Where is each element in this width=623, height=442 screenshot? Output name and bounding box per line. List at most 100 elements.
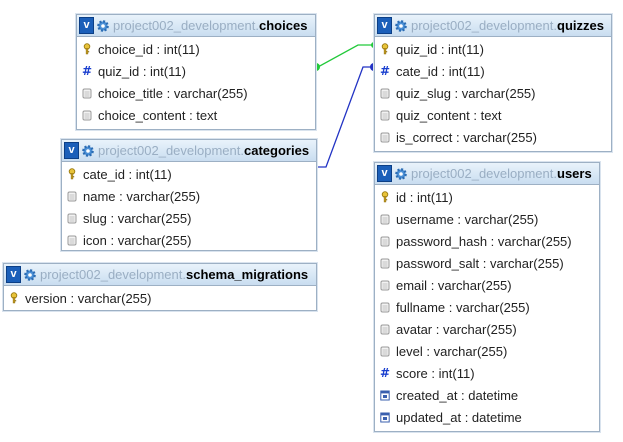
column-row[interactable]: #cate_id : int(11): [375, 60, 611, 82]
column-row[interactable]: slug : varchar(255): [62, 207, 316, 229]
column-list: choice_id : int(11)#quiz_id : int(11)cho…: [77, 37, 315, 126]
column-row[interactable]: name : varchar(255): [62, 185, 316, 207]
table-header[interactable]: v project002_development.quizzes: [375, 15, 611, 37]
column-separator: :: [185, 107, 197, 123]
column-icon: [67, 212, 77, 224]
datetime-icon: [380, 389, 390, 401]
column-type: varchar(255): [117, 232, 192, 248]
column-type: varchar(255): [126, 188, 201, 204]
collapse-v-icon[interactable]: v: [377, 165, 392, 182]
column-separator: :: [452, 129, 464, 145]
gear-icon[interactable]: [394, 167, 408, 181]
column-separator: :: [469, 107, 481, 123]
column-separator: :: [106, 232, 118, 248]
datetime-icon: [380, 411, 390, 423]
column-type: int(11): [135, 166, 172, 182]
column-row[interactable]: cate_id : int(11): [62, 163, 316, 185]
column-type: datetime: [468, 387, 519, 403]
column-type: varchar(255): [497, 233, 572, 249]
column-row[interactable]: created_at : datetime: [375, 384, 599, 406]
key-icon: [380, 43, 390, 55]
column-row[interactable]: icon : varchar(255): [62, 229, 316, 251]
column-separator: :: [437, 41, 449, 57]
column-icon: [82, 109, 92, 121]
table-choices[interactable]: v project002_development.choices choice_…: [76, 14, 316, 130]
column-name: score: [396, 365, 428, 381]
column-name: id: [396, 189, 407, 205]
column-row[interactable]: avatar : varchar(255): [375, 318, 599, 340]
column-icon: [380, 257, 390, 269]
column-type: varchar(255): [117, 210, 192, 226]
collapse-v-icon[interactable]: v: [6, 266, 21, 283]
column-type: int(11): [416, 189, 453, 205]
collapse-v-icon[interactable]: v: [64, 142, 79, 159]
column-list: quiz_id : int(11)#cate_id : int(11)quiz_…: [375, 37, 611, 148]
column-type: text: [480, 107, 502, 123]
column-row[interactable]: quiz_id : int(11): [375, 38, 611, 60]
column-name: quiz_id: [396, 41, 438, 57]
column-icon: [380, 109, 390, 121]
column-separator: :: [427, 365, 439, 381]
table-categories[interactable]: v project002_development.categories cate…: [61, 139, 317, 251]
column-row[interactable]: choice_content : text: [77, 104, 315, 126]
column-row[interactable]: choice_id : int(11): [77, 38, 315, 60]
column-name: cate_id: [396, 63, 438, 79]
column-row[interactable]: id : int(11): [375, 186, 599, 208]
column-separator: :: [450, 85, 462, 101]
column-type: varchar(255): [442, 321, 517, 337]
column-row[interactable]: level : varchar(255): [375, 340, 599, 362]
column-name: email: [396, 277, 428, 293]
column-icon: [82, 87, 92, 99]
column-separator: :: [437, 63, 449, 79]
column-name: choice_content: [98, 107, 186, 123]
key-icon: [67, 168, 77, 180]
column-name: icon: [83, 232, 107, 248]
column-row[interactable]: username : varchar(255): [375, 208, 599, 230]
column-row[interactable]: #quiz_id : int(11): [77, 60, 315, 82]
table-quizzes[interactable]: v project002_development.quizzes quiz_id…: [374, 14, 612, 152]
table-name: quizzes: [557, 18, 604, 33]
collapse-v-icon[interactable]: v: [377, 17, 392, 34]
key-icon: [380, 191, 390, 203]
table-users[interactable]: v project002_development.users id : int(…: [374, 162, 600, 432]
column-row[interactable]: password_salt : varchar(255): [375, 252, 599, 274]
column-icon: [67, 190, 77, 202]
column-name: password_hash: [396, 233, 488, 249]
column-name: updated_at: [396, 409, 462, 425]
column-separator: :: [115, 188, 127, 204]
table-name: choices: [259, 18, 308, 33]
table-header[interactable]: v project002_development.categories: [62, 140, 316, 162]
column-name: name: [83, 188, 116, 204]
column-row[interactable]: password_hash : varchar(255): [375, 230, 599, 252]
column-row[interactable]: #score : int(11): [375, 362, 599, 384]
column-name: choice_id: [98, 41, 153, 57]
column-row[interactable]: email : varchar(255): [375, 274, 599, 296]
column-separator: :: [124, 166, 136, 182]
gear-icon[interactable]: [96, 19, 110, 33]
column-row[interactable]: is_correct : varchar(255): [375, 126, 611, 148]
database-name: project002_development: [411, 166, 554, 181]
gear-icon[interactable]: [394, 19, 408, 33]
column-row[interactable]: quiz_content : text: [375, 104, 611, 126]
column-row[interactable]: quiz_slug : varchar(255): [375, 82, 611, 104]
table-header[interactable]: v project002_development.choices: [77, 15, 315, 37]
column-type: varchar(255): [489, 255, 564, 271]
column-type: int(11): [163, 41, 200, 57]
column-separator: :: [152, 41, 164, 57]
table-header[interactable]: v project002_development.users: [375, 163, 599, 185]
table-schema-migrations[interactable]: v project002_development.schema_migratio…: [3, 263, 317, 311]
table-header[interactable]: v project002_development.schema_migratio…: [4, 264, 316, 286]
column-row[interactable]: version : varchar(255): [4, 287, 316, 309]
column-list: cate_id : int(11)name : varchar(255)slug…: [62, 162, 316, 251]
column-type: int(11): [448, 41, 484, 57]
column-separator: :: [479, 255, 490, 271]
collapse-v-icon[interactable]: v: [79, 17, 94, 34]
column-row[interactable]: choice_title : varchar(255): [77, 82, 315, 104]
column-row[interactable]: fullname : varchar(255): [375, 296, 599, 318]
column-type: varchar(255): [77, 290, 152, 306]
column-separator: :: [445, 299, 456, 315]
column-name: version: [25, 290, 67, 306]
gear-icon[interactable]: [81, 144, 95, 158]
column-row[interactable]: updated_at : datetime: [375, 406, 599, 428]
gear-icon[interactable]: [23, 268, 37, 282]
